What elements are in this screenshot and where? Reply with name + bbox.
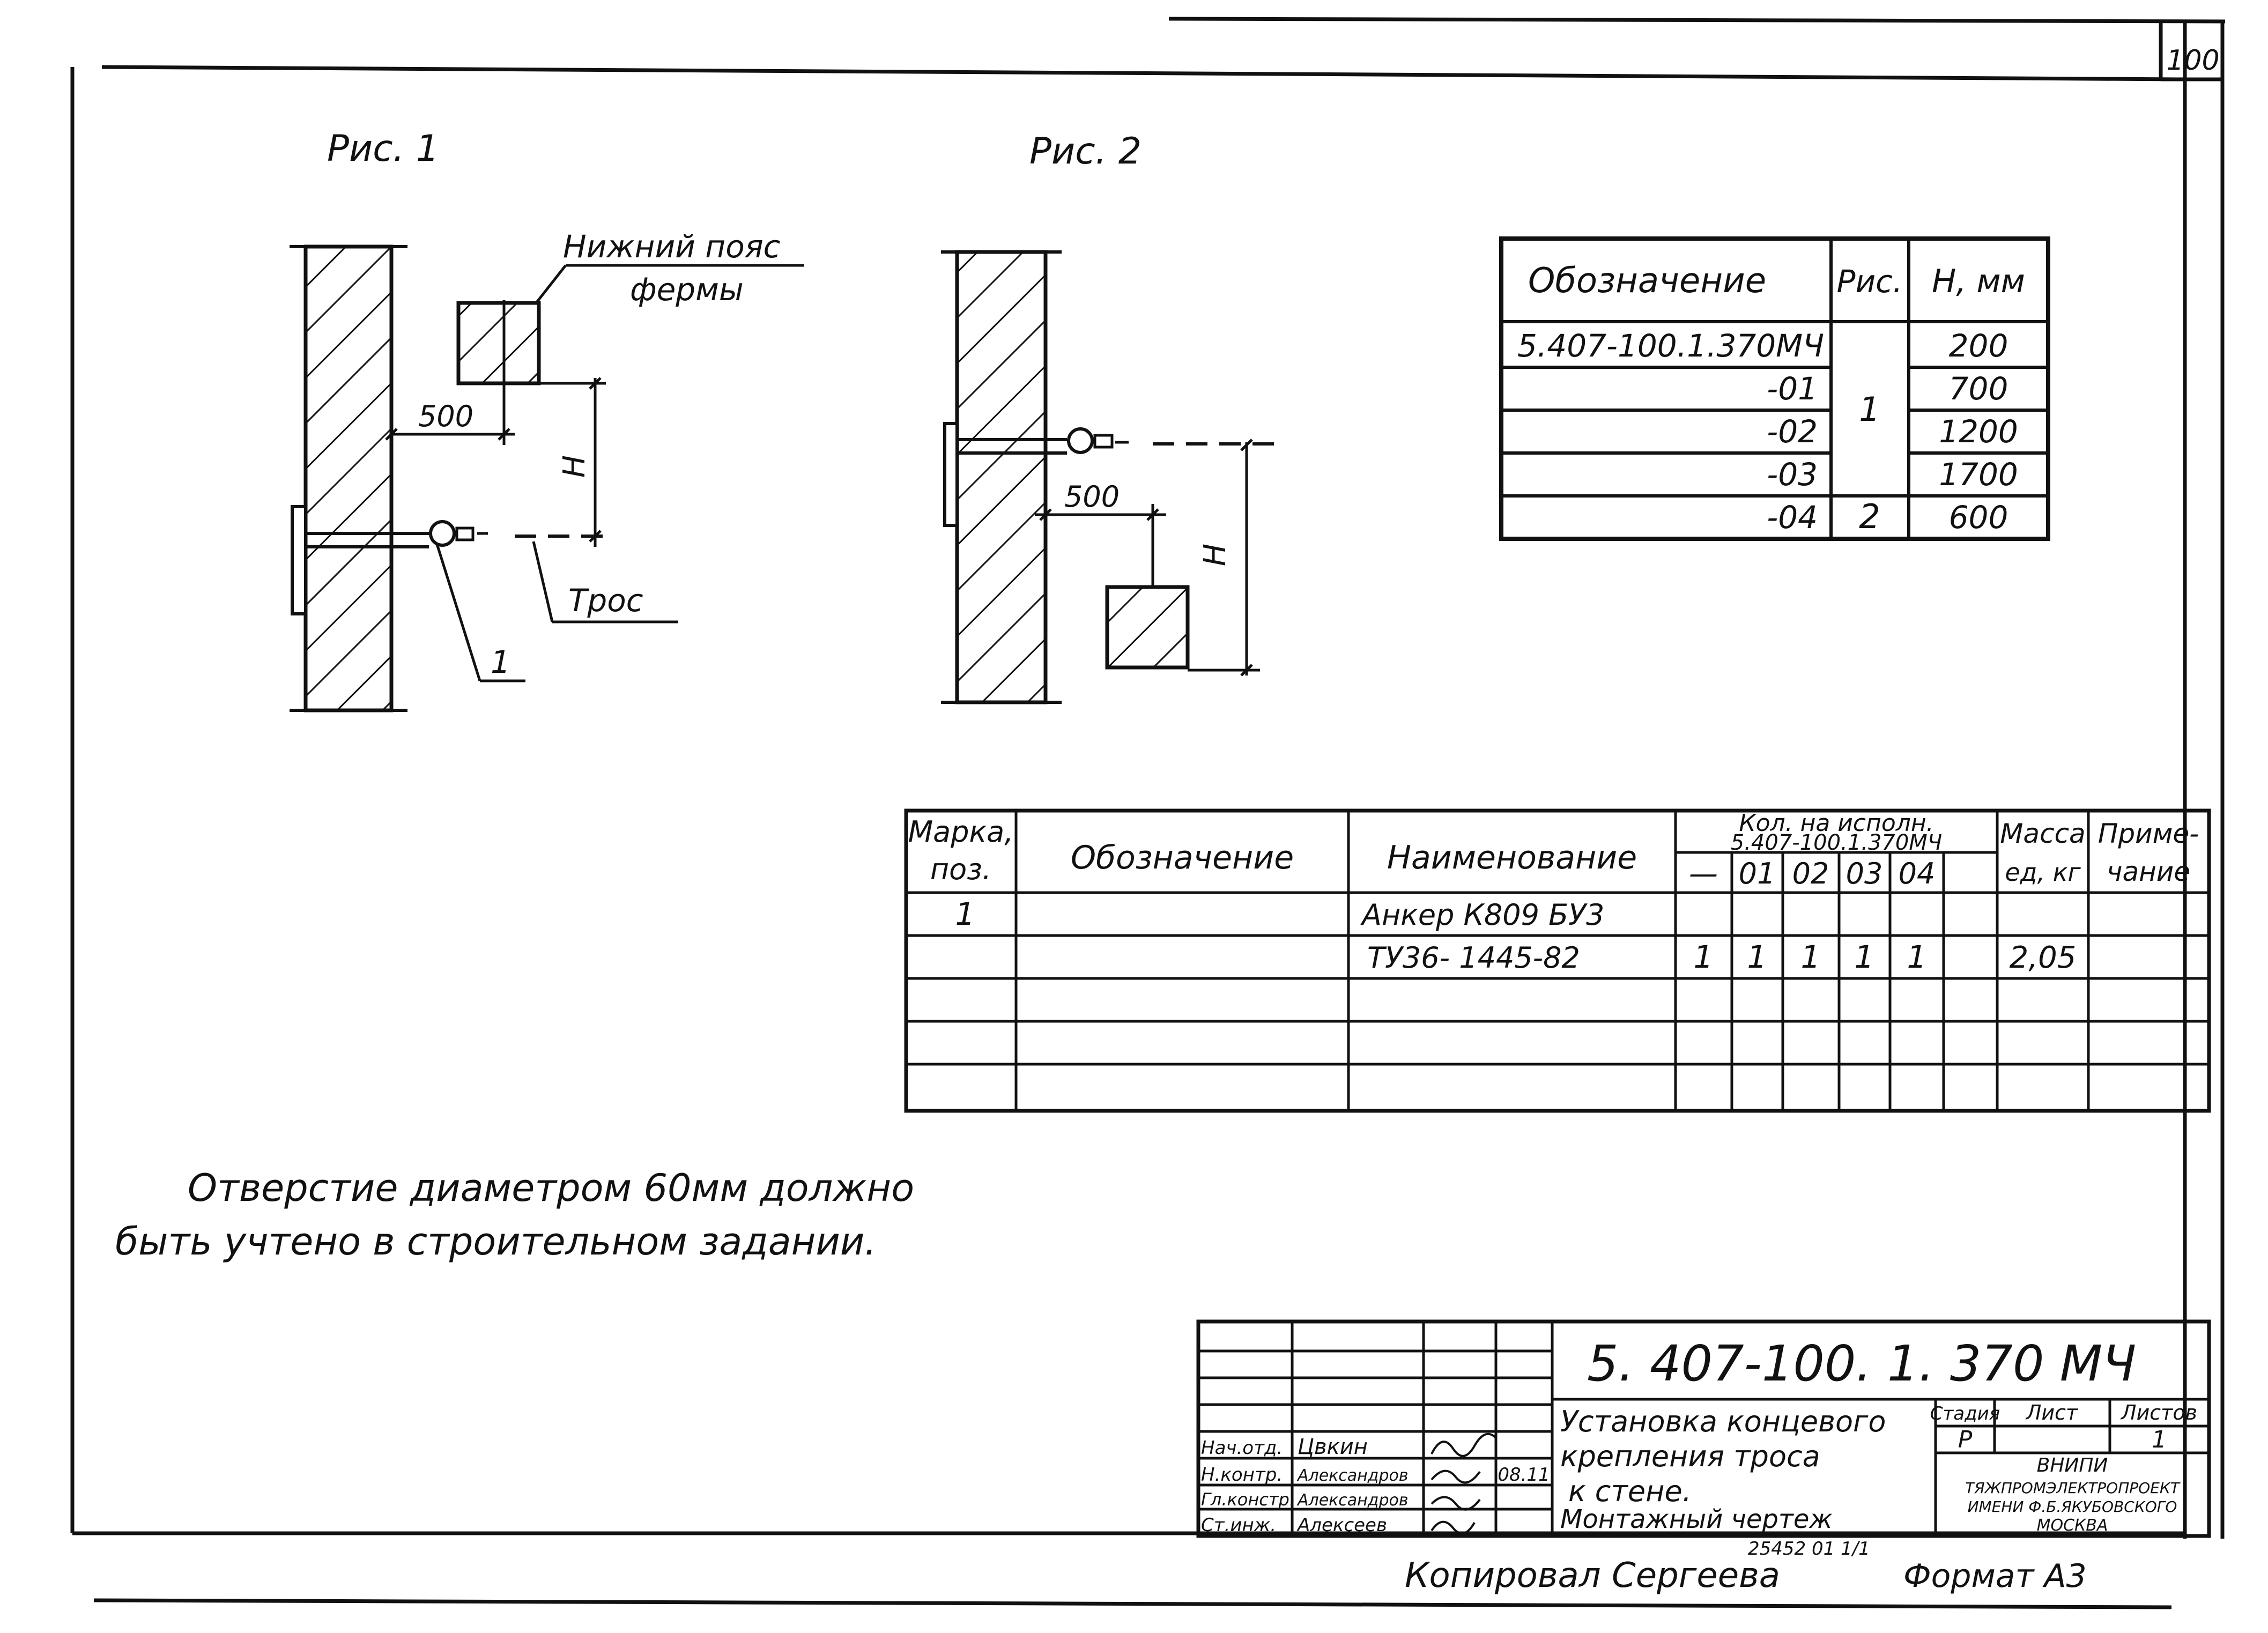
spec-h-mark-2: поз.: [930, 852, 991, 886]
spec-h-mass-1: Масса: [2000, 818, 2085, 849]
fig1-chord-label-2: фермы: [630, 271, 744, 308]
note-line-1: Отверстие диаметром 60мм должно: [188, 1166, 914, 1210]
vt-row-designation: -03: [1767, 456, 1818, 493]
fig1-pos-label: 1: [491, 644, 510, 680]
tb-code: 5. 407-100. 1. 370 МЧ: [1587, 1335, 2136, 1392]
sheet-frame: [70, 17, 2226, 1609]
spec-h-mark-1: Марка,: [908, 815, 1014, 849]
tb-sheets: 1: [2152, 1426, 2167, 1453]
tb-date: 08.11: [1498, 1464, 1550, 1486]
page-number: 100: [2166, 44, 2219, 77]
spec-h-designation: Обозначение: [1071, 839, 1294, 877]
vt-row-designation: -02: [1767, 413, 1818, 450]
footer-copied-by: Копировал Сергеева: [1405, 1556, 1780, 1595]
vt-row-h: 200: [1949, 328, 2008, 364]
fig1-cable-label: Трос: [568, 582, 643, 619]
vt-row-h: 600: [1949, 499, 2008, 536]
spec-h-sub: 04: [1899, 857, 1936, 890]
fig1-wall: [303, 244, 394, 712]
fig1-anchor-plate: [291, 505, 307, 615]
tb-role: Гл.констр.: [1201, 1489, 1295, 1510]
spec-row1-name: Анкер К809 БУ3: [1360, 898, 1604, 932]
fig1-dim-h: Н: [557, 455, 592, 478]
spec-h-note-2: чание: [2107, 856, 2190, 887]
tb-signature: [1431, 1432, 1497, 1457]
vt-row-h: 1700: [1939, 456, 2018, 493]
spec-h-name: Наименование: [1387, 839, 1637, 877]
fig1-chord: [456, 301, 541, 385]
tb-archive: 25452 01 1/1: [1748, 1538, 1870, 1560]
vt-row-designation: -01: [1767, 370, 1818, 407]
fig2-chord: [1105, 585, 1190, 670]
tb-desc-4: Монтажный чертеж: [1560, 1504, 1833, 1534]
fig1-drawing: 500 Н Нижний пояс фермы Трос 1: [290, 228, 804, 712]
spec-row1-mark: 1: [955, 896, 975, 932]
fig2-eye: [1067, 427, 1094, 454]
spec-row2-qty: 1: [1855, 939, 1874, 975]
spec-h-sub: 03: [1846, 857, 1883, 890]
spec-row2-mass: 2,05: [2010, 940, 2077, 975]
footer-format: Формат А3: [1903, 1557, 2087, 1595]
version-table: Обозначение Рис. Н, мм 5.407-100.1.370МЧ…: [1499, 236, 2050, 541]
tb-name: Александров: [1296, 1466, 1409, 1485]
fig2-wall: [955, 250, 1048, 704]
fig2-anchor-plate: [943, 422, 959, 527]
vt-header-h: Н, мм: [1932, 263, 2025, 300]
tb-name: Цвкин: [1298, 1435, 1368, 1459]
fig1-chord-label-1: Нижний пояс: [563, 228, 781, 265]
tb-signature: [1431, 1469, 1481, 1484]
fig2-dim-500: 500: [1064, 480, 1120, 514]
tb-sheets-label: Листов: [2120, 1401, 2197, 1424]
tb-org-2: ТЯЖПРОМЭЛЕКТРОПРОЕКТ: [1965, 1479, 2181, 1497]
spec-h-mass-2: ед, кг: [2005, 858, 2081, 887]
tb-name: Александров: [1296, 1491, 1409, 1510]
note-line-2: быть учтено в строительном задании.: [115, 1220, 877, 1264]
tb-desc-1: Установка концевого: [1560, 1405, 1886, 1438]
tb-org-4: МОСКВА: [2037, 1516, 2108, 1535]
tb-role: Нач.отд.: [1201, 1437, 1283, 1459]
tb-desc-3: к стене.: [1568, 1474, 1692, 1508]
fig2-title: Рис. 2: [1029, 130, 1142, 173]
spec-h-note-1: Приме-: [2098, 818, 2199, 849]
tb-role: Н.контр.: [1201, 1464, 1283, 1486]
fig2-drawing: 500 Н: [941, 250, 1281, 704]
tb-sheet-label: Лист: [2025, 1401, 2079, 1424]
spec-row2-qty: 1: [1747, 939, 1767, 975]
spec-row2-name: ТУ36- 1445-82: [1367, 941, 1580, 975]
vt-header-fig: Рис.: [1837, 263, 1903, 300]
vt-row-designation: 5.407-100.1.370МЧ: [1517, 328, 1824, 364]
spec-h-sub: 02: [1792, 857, 1829, 890]
tb-org-1: ВНИПИ: [2037, 1454, 2108, 1476]
spec-h-sub: —: [1689, 857, 1718, 890]
vt-fig-merged: 1: [1859, 390, 1880, 429]
tb-signature: [1431, 1520, 1476, 1535]
vt-header-designation: Обозначение: [1528, 261, 1766, 301]
vt-row-h: 1200: [1939, 413, 2018, 450]
spec-row2-qty: 1: [1801, 939, 1821, 975]
tb-org-3: ИМЕНИ Ф.Б.ЯКУБОВСКОГО: [1968, 1498, 2177, 1516]
fig2-dim-h: Н: [1198, 544, 1233, 566]
vt-fig-last: 2: [1859, 497, 1880, 536]
fig1-dim-500: 500: [418, 399, 473, 433]
tb-name: Алексеев: [1296, 1515, 1387, 1536]
spec-h-qty-2: 5.407-100.1.370МЧ: [1731, 830, 1942, 855]
tb-stage-label: Стадия: [1930, 1403, 2000, 1424]
spec-h-sub: 01: [1739, 857, 1776, 890]
fig1-title: Рис. 1: [327, 128, 439, 170]
tb-stage: Р: [1958, 1426, 1973, 1453]
tb-role: Ст.инж.: [1201, 1515, 1276, 1536]
spec-h-qty-1: Кол. на исполн.: [1739, 810, 1933, 837]
tb-desc-2: крепления троса: [1560, 1439, 1820, 1473]
vt-row-h: 700: [1949, 370, 2008, 407]
fig1-eye: [429, 520, 456, 547]
vt-row-designation: -04: [1767, 499, 1818, 536]
spec-row2-qty: 1: [1907, 939, 1927, 975]
title-block: 5. 407-100. 1. 370 МЧ Установка концевог…: [1196, 1319, 2211, 1560]
tb-signature: [1431, 1496, 1481, 1511]
spec-row2-qty: 1: [1694, 939, 1714, 975]
spec-table: Марка, поз. Обозначение Наименование Кол…: [904, 808, 2211, 1113]
